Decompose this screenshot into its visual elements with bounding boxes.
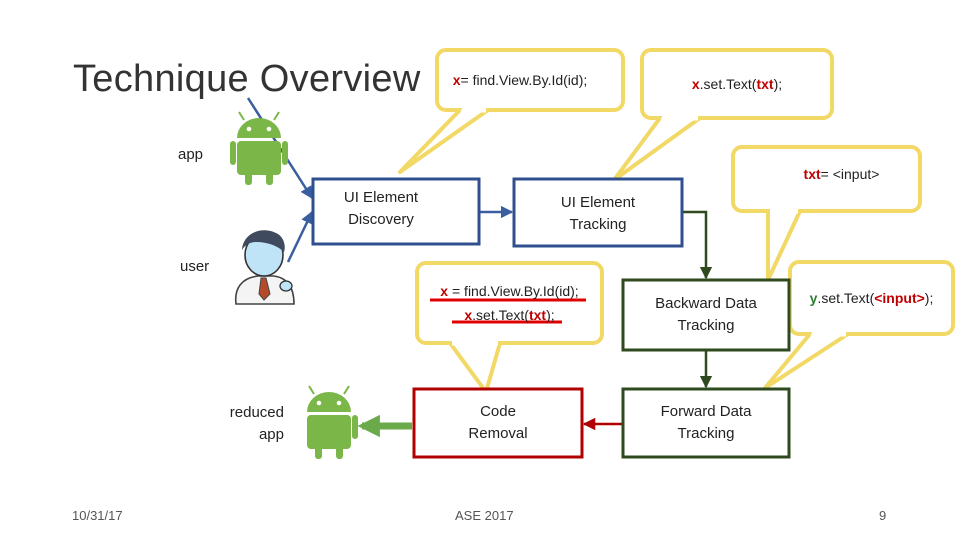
android-reduced-app-icon [307, 385, 358, 459]
footer-center: ASE 2017 [455, 508, 514, 523]
tracking-line2: Tracking [569, 215, 627, 233]
forward-line1: Forward Data [660, 403, 752, 420]
box-ui-element-discovery [311, 177, 481, 246]
settext-mid: .set.Text( [699, 76, 757, 92]
page-number: 9 [879, 508, 887, 523]
y-var: y [809, 290, 818, 306]
backward-line2: Tracking [677, 317, 735, 334]
reduced-app-label-line2: app [258, 426, 284, 443]
arrow-user-to-discovery [286, 210, 314, 263]
box-ui-element-tracking [512, 177, 684, 248]
bubble-find-text: x = find.View.By.Id(id); [437, 50, 623, 110]
removed-line2-var: x [464, 307, 473, 323]
footer-date: 10/31/17 [72, 508, 123, 523]
removed-line2-end: ); [546, 307, 555, 323]
discovery-line1: UI Element [343, 189, 419, 206]
settext-arg: txt [756, 76, 774, 92]
box-tracking-label: UI Element Tracking [514, 179, 682, 246]
bubble-settext [612, 48, 834, 182]
removed-line2-arg: txt [528, 307, 547, 323]
removed-line2-mid: .set.Text( [472, 307, 529, 323]
removal-line2: Removal [468, 425, 528, 442]
removed-line1-rest: = find.View.By.Id(id); [448, 283, 579, 299]
removed-line2: x.set.Text(txt); [464, 303, 554, 327]
y-end: ); [924, 290, 934, 306]
reduced-app-label-line1: reduced [229, 404, 284, 421]
bubble-input [731, 145, 922, 282]
user-label: user [180, 258, 210, 275]
box-forward-label: Forward Data Tracking [623, 389, 789, 457]
y-arg: <input> [874, 290, 925, 306]
removed-line1: x = find.View.By.Id(id); [440, 279, 578, 303]
box-backward-data-tracking [621, 278, 791, 352]
removal-line1: Code [480, 403, 516, 420]
bubble-input-text: txt = <input> [733, 152, 920, 206]
box-removal-label: Code Removal [414, 389, 582, 457]
y-mid: .set.Text( [817, 290, 875, 306]
box-discovery-label: UI Element Discovery [313, 179, 479, 244]
settext-end: ); [773, 76, 783, 92]
input-rest: = <input> [820, 166, 880, 182]
box-forward-data-tracking [621, 387, 791, 459]
bubble-settext-text: x.set.Text(txt); [642, 50, 832, 118]
forward-line2: Tracking [677, 425, 735, 442]
reduced-app-label: reduced app [212, 402, 284, 446]
discovery-line2: Discovery [348, 211, 414, 228]
bubble-y-settext-text: y.set.Text(<input>); [790, 262, 953, 334]
bubble-find [398, 48, 625, 174]
bubble-removed-text: x = find.View.By.Id(id); x.set.Text(txt)… [417, 263, 602, 343]
settext-var: x [691, 76, 700, 92]
bubble-y-settext [763, 260, 955, 390]
input-var: txt [803, 166, 821, 182]
find-rest: = find.View.By.Id(id); [460, 72, 588, 88]
android-app-icon [230, 111, 288, 185]
app-label: app [178, 146, 204, 163]
tracking-line1: UI Element [560, 193, 636, 211]
removed-line1-var: x [440, 283, 449, 299]
slide-title: Technique Overview [73, 58, 421, 100]
arrow-tracking-to-backward [682, 210, 713, 280]
box-backward-label: Backward Data Tracking [623, 280, 789, 350]
backward-line1: Backward Data [655, 295, 757, 312]
user-person-icon [234, 230, 295, 305]
box-code-removal [412, 387, 584, 459]
find-var: x [452, 72, 461, 88]
